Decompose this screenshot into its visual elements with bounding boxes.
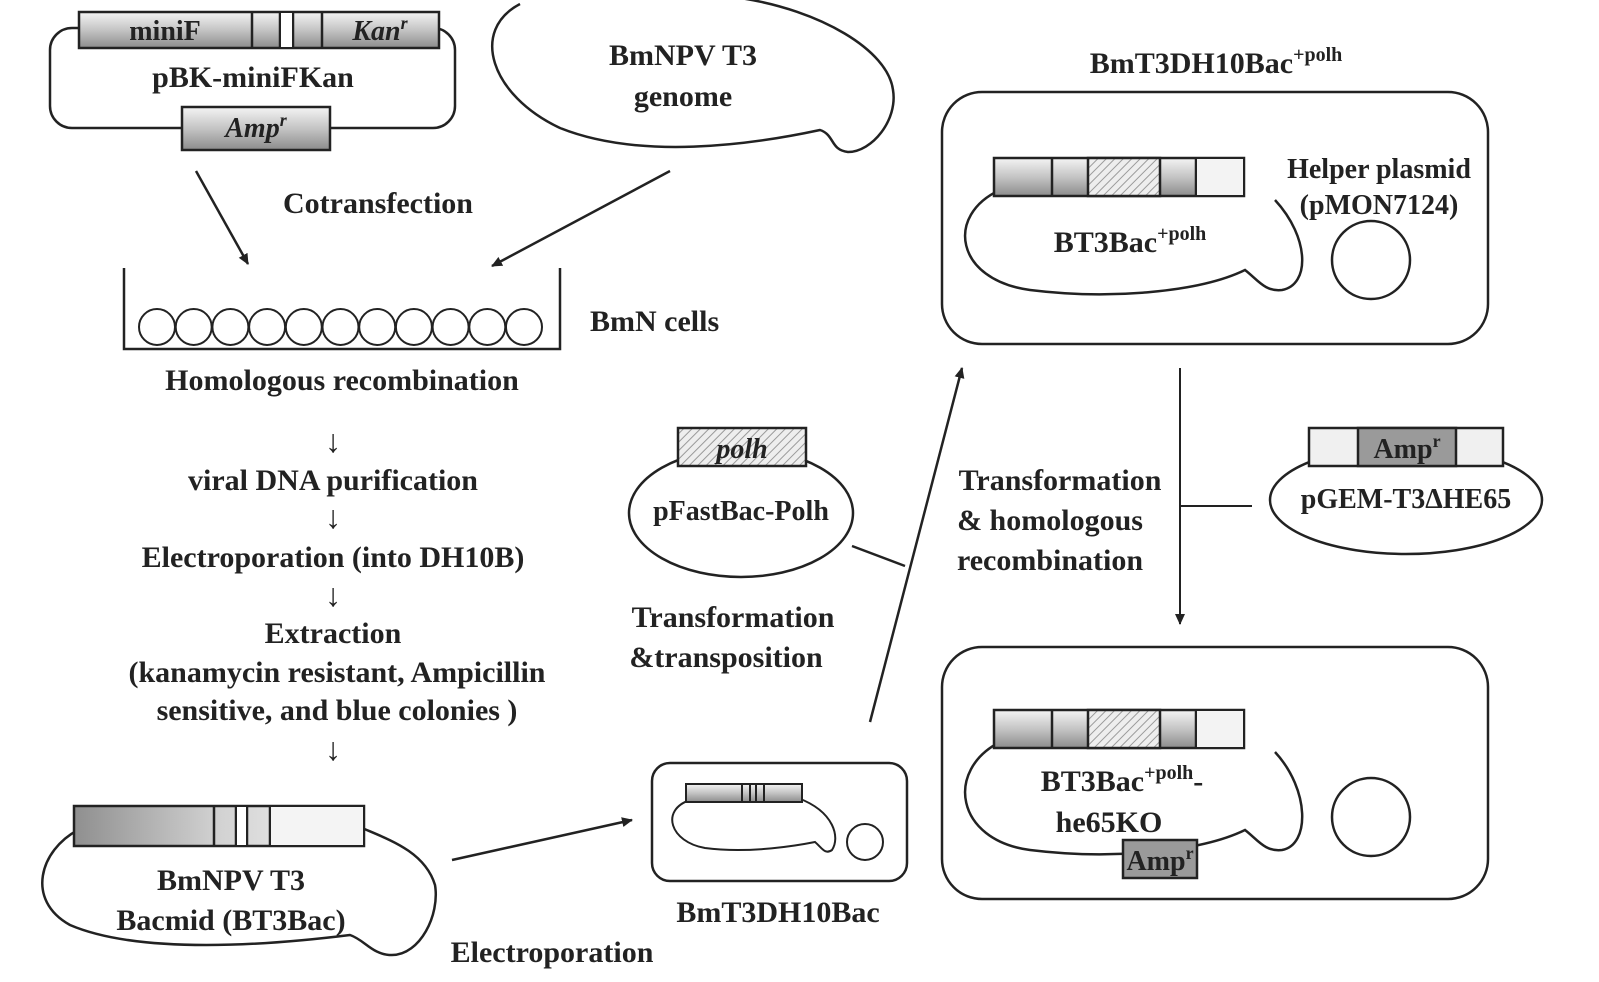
- polh-segment: [676, 426, 808, 468]
- cell-row: [138, 308, 543, 346]
- mini-bacmid-outline: [671, 797, 837, 853]
- cell-outline: [940, 90, 1490, 346]
- pbk-plasmid-name: pBK-miniFKan: [152, 61, 354, 94]
- mini-helper-circle: [846, 823, 884, 861]
- transformation-homologous-line3: recombination: [957, 544, 1143, 577]
- transformation-transposition-line2: &transposition: [629, 641, 823, 674]
- pgem-amp-segment: [1356, 426, 1458, 468]
- bt3bac-polh-outline: [963, 188, 1304, 296]
- bmn-cell: [138, 308, 176, 346]
- pfastbac-name: pFastBac-Polh: [653, 496, 829, 527]
- bmn-cells-dish: [122, 268, 562, 351]
- down-arrow-2-icon: ↓: [325, 499, 341, 535]
- transformation-homologous-line2: & homologous: [957, 504, 1143, 537]
- final-label-line2: he65KO: [1056, 806, 1163, 839]
- bt3bac-ko-outline: [963, 740, 1304, 856]
- helper-plasmid-circle: [1330, 776, 1412, 858]
- bmt3dh10bac-polh-title: BmT3DH10Bac+polh: [1090, 44, 1343, 80]
- bmn-cell: [505, 308, 543, 346]
- dish-outline: [122, 268, 562, 351]
- bmn-cell: [321, 308, 360, 346]
- cotransfection-label: Cotransfection: [283, 187, 473, 220]
- pbk-cassette: [77, 10, 441, 50]
- genome-label-line1: BmNPV T3: [609, 39, 757, 72]
- cell-outline: [940, 645, 1490, 901]
- cell-outline: [650, 761, 909, 883]
- bmt3dh10bac-cell: [650, 761, 909, 883]
- bmn-cell: [394, 308, 433, 346]
- pfastbac-polh-plasmid: polh pFastBac-Polh: [627, 426, 855, 579]
- bmt3dh10bac-label: BmT3DH10Bac: [676, 896, 879, 929]
- genome-outline: [491, 0, 895, 154]
- genome-label-line2: genome: [634, 80, 732, 113]
- arrow-bacmid-to-cell: [451, 817, 633, 862]
- segment-kan-label: Kanr: [351, 13, 408, 47]
- polh-segment-label: polh: [714, 434, 767, 465]
- bacmid-label-line2: Bacmid (BT3Bac): [116, 904, 345, 937]
- bmnpv-t3-bacmid: BmNPV T3 Bacmid (BT3Bac): [41, 804, 438, 957]
- arrow-genome-to-cells: [491, 169, 671, 268]
- workflow-steps: Homologous recombination ↓ viral DNA pur…: [129, 364, 546, 767]
- pgem-name: pGEM-T3ΔHE65: [1301, 484, 1511, 515]
- transformation-transposition-line1: Transformation: [632, 601, 835, 634]
- segment-minif-label: miniF: [129, 16, 201, 47]
- pgem-t3-dhe65-plasmid: Ampr pGEM-T3ΔHE65: [1268, 426, 1544, 556]
- polh-insert: [1086, 156, 1162, 198]
- bmn-cell: [211, 308, 250, 346]
- pgem-amp-label: Ampr: [1373, 431, 1440, 465]
- bmn-cell: [174, 308, 213, 346]
- final-recombinant-cell: BT3Bac+polh- he65KO Ampr: [940, 645, 1490, 901]
- polh-insert: [1086, 708, 1162, 750]
- pbk-amp-segment: [180, 105, 332, 152]
- bmn-cell: [248, 308, 287, 346]
- bacmid-label-line1: BmNPV T3: [157, 864, 305, 897]
- bmn-cell: [358, 308, 397, 346]
- bmn-cell: [284, 308, 323, 346]
- bmt3dh10bac-polh-cell: BT3Bac+polh Helper plasmid (pMON7124): [940, 90, 1490, 346]
- bmn-cell: [468, 308, 507, 346]
- viral-dna-purification-label: viral DNA purification: [188, 464, 478, 497]
- helper-plasmid-label-line2: (pMON7124): [1300, 190, 1459, 221]
- bmnpv-t3-genome: BmNPV T3 genome: [491, 0, 895, 154]
- down-arrow-1-icon: ↓: [325, 423, 341, 459]
- helper-plasmid-label-line1: Helper plasmid: [1287, 154, 1471, 185]
- pbk-amp-label: Ampr: [223, 110, 287, 144]
- extraction-detail-line1: (kanamycin resistant, Ampicillin: [129, 656, 546, 689]
- transformation-homologous-line1: Transformation: [959, 464, 1162, 497]
- electroporation-dh10b-label: Electroporation (into DH10B): [142, 541, 525, 574]
- final-label-line1: BT3Bac+polh-: [1041, 762, 1204, 798]
- bt3bac-polh-label: BT3Bac+polh: [1054, 223, 1207, 259]
- bmn-cell: [431, 308, 470, 346]
- arrow-plasmid-to-cells: [194, 170, 250, 265]
- homologous-recombination-label: Homologous recombination: [165, 364, 519, 397]
- extraction-detail-line2: sensitive, and blue colonies ): [157, 694, 518, 727]
- pfastbac-connector: [851, 544, 906, 568]
- arrow-to-bmt3dh10bac-polh: [868, 367, 965, 723]
- down-arrow-3-icon: ↓: [325, 577, 341, 613]
- pbk-minifkan-plasmid: miniF Kanr pBK-miniFKan Ampr: [48, 10, 457, 152]
- bmn-cells-label: BmN cells: [590, 305, 719, 338]
- helper-plasmid-circle: [1330, 219, 1412, 301]
- extraction-label: Extraction: [265, 617, 402, 650]
- final-amp-segment: [1121, 838, 1199, 880]
- bacmid-outline: [41, 826, 438, 957]
- mini-cassette: [685, 783, 803, 803]
- electroporation-label: Electroporation: [451, 936, 654, 969]
- final-amp-label: Ampr: [1126, 843, 1193, 877]
- down-arrow-4-icon: ↓: [325, 731, 341, 767]
